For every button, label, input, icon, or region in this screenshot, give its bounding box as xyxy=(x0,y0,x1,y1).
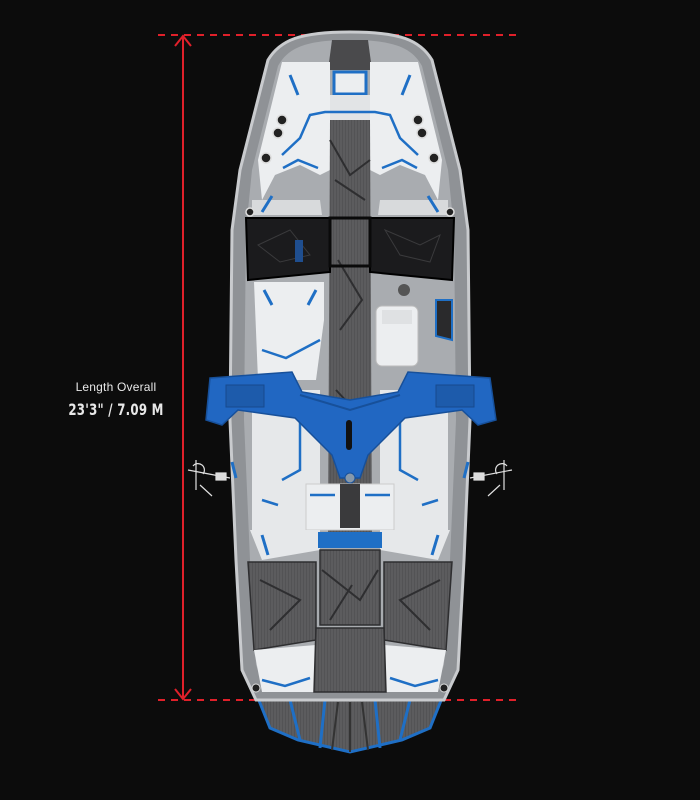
rear-seating xyxy=(250,390,450,560)
board-racks xyxy=(187,460,513,497)
stern-deck xyxy=(247,549,453,693)
dimension-caption: Length Overall xyxy=(75,380,157,394)
arrow-up-icon xyxy=(174,34,192,47)
bow-seating xyxy=(245,40,455,217)
wake-tower xyxy=(205,371,497,484)
board-rack-left-icon xyxy=(187,460,231,497)
board-rack-right-icon xyxy=(469,460,513,497)
windshield xyxy=(244,216,456,282)
swim-platform xyxy=(255,696,445,754)
arrow-down-icon xyxy=(174,688,192,701)
length-overall-label: Length Overall 23'3" / 7.09 M xyxy=(56,380,176,419)
cockpit-seating xyxy=(254,282,453,380)
dimension-value: 23'3" / 7.09 M xyxy=(68,400,164,419)
